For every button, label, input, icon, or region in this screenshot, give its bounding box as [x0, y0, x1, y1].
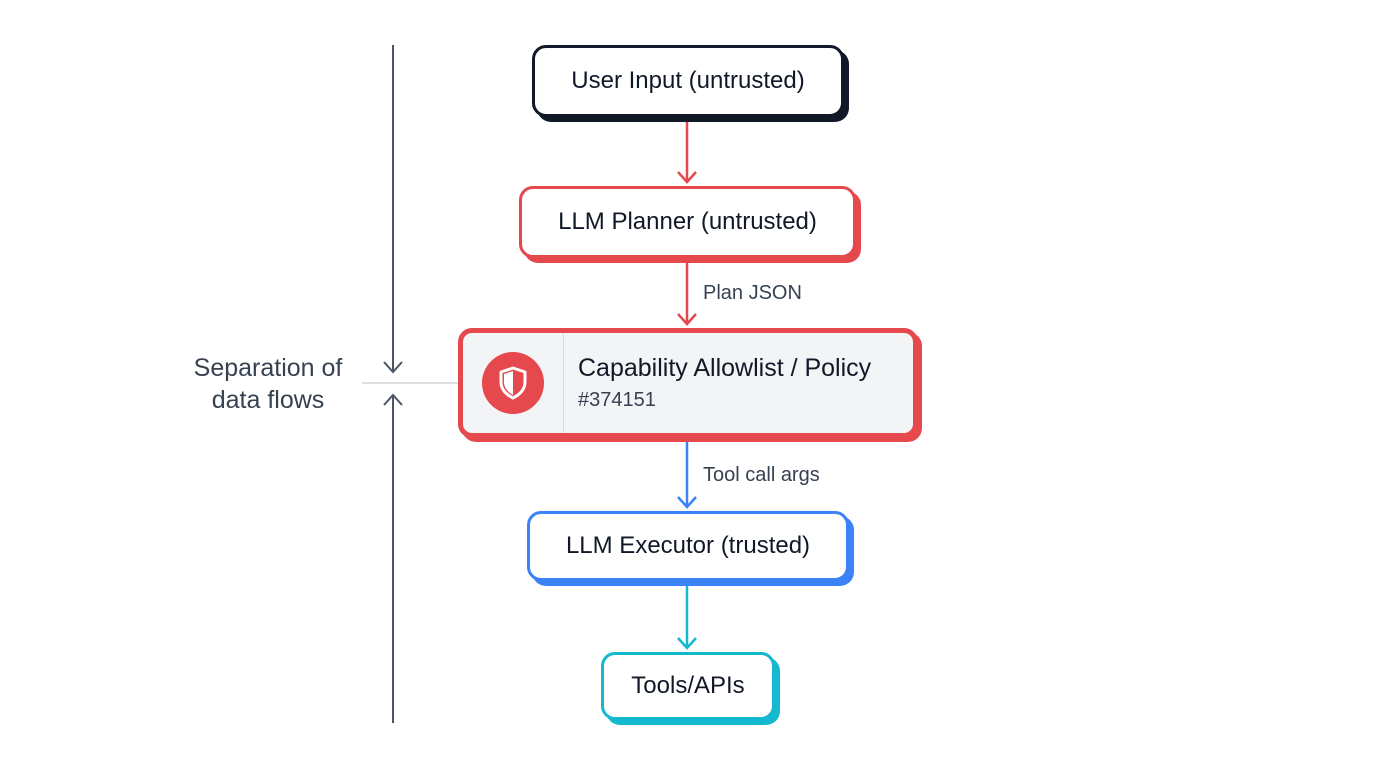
plan-json-label: Plan JSON — [703, 282, 802, 304]
separation-label-line1: Separation of — [193, 354, 343, 382]
llm-executor-node: LLM Executor (trusted) — [527, 511, 849, 581]
llm-executor-label: LLM Executor (trusted) — [565, 532, 811, 559]
edge-planner-policy-arrowhead — [677, 313, 697, 326]
separation-arrowhead-down — [383, 361, 403, 374]
tools-node: Tools/APIs — [601, 652, 775, 720]
separation-label-line2: data flows — [211, 386, 325, 414]
policy-icon-area — [463, 333, 564, 433]
policy-node: Capability Allowlist / Policy #374151 — [458, 328, 918, 438]
policy-text: Capability Allowlist / Policy #374151 — [564, 333, 871, 433]
shield-icon — [482, 352, 544, 414]
user-input-label: User Input (untrusted) — [571, 67, 805, 94]
llm-planner-node: LLM Planner (untrusted) — [519, 186, 856, 258]
edge-policy-executor-arrowhead — [677, 496, 697, 509]
policy-title: Capability Allowlist / Policy — [578, 354, 872, 382]
edge-executor-tools-arrowhead — [677, 637, 697, 650]
llm-planner-label: LLM Planner (untrusted) — [558, 208, 817, 235]
policy-subtitle: #374151 — [578, 389, 656, 411]
tool-call-args-label: Tool call args — [703, 464, 820, 486]
edge-input-planner-arrowhead — [677, 171, 697, 184]
separation-label: Separation of data flows — [168, 352, 368, 416]
user-input-node: User Input (untrusted) — [532, 45, 844, 117]
separation-arrowhead-up — [383, 393, 403, 406]
tools-label: Tools/APIs — [631, 672, 745, 699]
